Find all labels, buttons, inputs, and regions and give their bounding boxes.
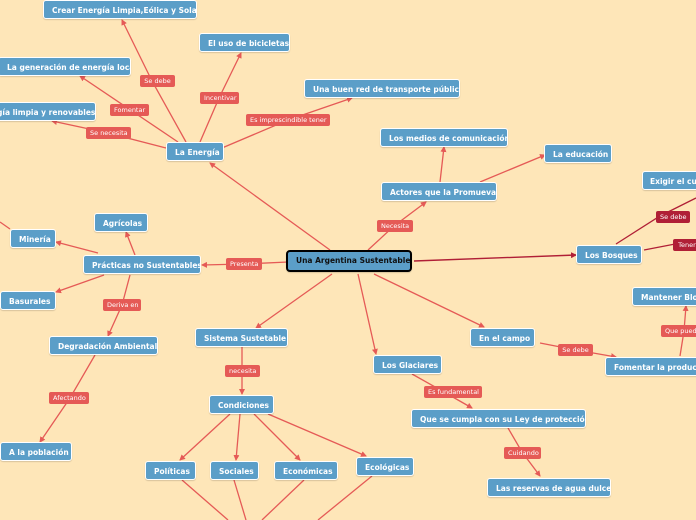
- node-ley-proteccion[interactable]: Que se cumpla con su Ley de protección: [411, 409, 586, 428]
- label-se-necesita: Se necesita: [86, 127, 131, 139]
- label-necesita-sistema: necesita: [225, 365, 260, 377]
- edge-condiciones-economicas: [253, 413, 301, 461]
- node-fomentar-produccion[interactable]: Fomentar la producci: [605, 357, 696, 376]
- node-en-el-campo[interactable]: En el campo: [470, 328, 535, 347]
- label-se-debe-campo: Se debe: [558, 344, 593, 356]
- edge-root-sistema: [255, 273, 333, 329]
- node-mantener[interactable]: Mantener Bloc: [632, 287, 696, 306]
- node-generacion-local[interactable]: La generación de energía local: [0, 57, 131, 76]
- node-actores[interactable]: Actores que la Promueva: [381, 182, 497, 201]
- node-basurales[interactable]: Basurales: [0, 291, 56, 310]
- node-practicas[interactable]: Prácticas no Sustentables: [83, 255, 201, 274]
- node-crear-energia[interactable]: Crear Energía Limpia,Eólica y Solar: [43, 0, 197, 19]
- label-que-pued: Que pued: [661, 325, 696, 337]
- edge-root-glaciares: [357, 273, 378, 355]
- edge-condiciones-politicas: [179, 413, 231, 461]
- label-se-debe-bosques: Se debe: [656, 211, 690, 223]
- edge-root-campo: [373, 273, 485, 328]
- edge-practicas-agricolas: [125, 231, 136, 256]
- edge-ecologicas-offscreen: [317, 475, 373, 520]
- node-reservas-agua[interactable]: Las reservas de agua dulce: [487, 478, 611, 497]
- edge-practicas-mineria: [55, 240, 99, 254]
- node-sistema[interactable]: Sistema Sustetable: [195, 328, 288, 347]
- node-glaciares[interactable]: Los Glaciares: [373, 355, 442, 374]
- label-fomentar: Fomentar: [110, 104, 149, 116]
- edge-condiciones-ecologicas: [267, 413, 367, 457]
- label-necesita: Necesita: [377, 220, 413, 232]
- node-bosques[interactable]: Los Bosques: [576, 245, 642, 264]
- edge-mineria-offscreen: [0, 221, 11, 230]
- edge-root-bosques: [413, 252, 577, 262]
- label-deriva-en: Deriva en: [103, 299, 141, 311]
- edge-practicas-basurales: [55, 274, 105, 294]
- edge-actores-medios: [439, 146, 447, 183]
- node-condiciones[interactable]: Condiciones: [209, 395, 274, 414]
- label-se-debe: Se debe: [140, 75, 175, 87]
- node-energia-renovables[interactable]: gía limpia y renovables: [0, 102, 96, 121]
- edge-politicas-offscreen: [181, 479, 229, 520]
- node-politicas[interactable]: Políticas: [145, 461, 196, 480]
- node-agricolas[interactable]: Agrícolas: [94, 213, 148, 232]
- node-exigir[interactable]: Exigir el cu: [642, 171, 696, 190]
- node-mineria[interactable]: Minería: [10, 229, 56, 248]
- node-degradacion[interactable]: Degradación Ambiental: [49, 336, 158, 355]
- label-tener: Tener: [673, 239, 696, 251]
- node-la-energia[interactable]: La Energía: [166, 142, 224, 161]
- edge-sociales-offscreen: [233, 479, 247, 520]
- node-transporte-publico[interactable]: Una buen red de transporte público: [304, 79, 460, 98]
- node-medios-comunicacion[interactable]: Los medios de comunicación: [380, 128, 508, 147]
- node-ecologicas[interactable]: Ecológicas: [356, 457, 414, 476]
- root-node[interactable]: Una Argentina Sustentable: [286, 250, 412, 272]
- label-presenta: Presenta: [226, 258, 262, 270]
- label-es-fundamental: Es fundamental: [424, 386, 482, 398]
- node-sociales[interactable]: Sociales: [210, 461, 259, 480]
- edge-root-energia: [209, 162, 331, 251]
- label-afectando: Afectando: [49, 392, 89, 404]
- edge-economicas-offscreen: [261, 479, 305, 520]
- edge-condiciones-sociales: [233, 413, 241, 461]
- label-imprescindible: Es imprescindible tener: [246, 114, 330, 126]
- label-incentivar: Incentivar: [200, 92, 239, 104]
- node-uso-bicicletas[interactable]: El uso de bicicletas: [199, 33, 290, 52]
- node-educacion[interactable]: La educación: [544, 144, 612, 163]
- label-cuidando: Cuidando: [504, 447, 541, 459]
- node-economicas[interactable]: Económicas: [274, 461, 338, 480]
- edge-actores-educacion: [479, 154, 546, 183]
- node-poblacion[interactable]: A la población: [0, 442, 72, 461]
